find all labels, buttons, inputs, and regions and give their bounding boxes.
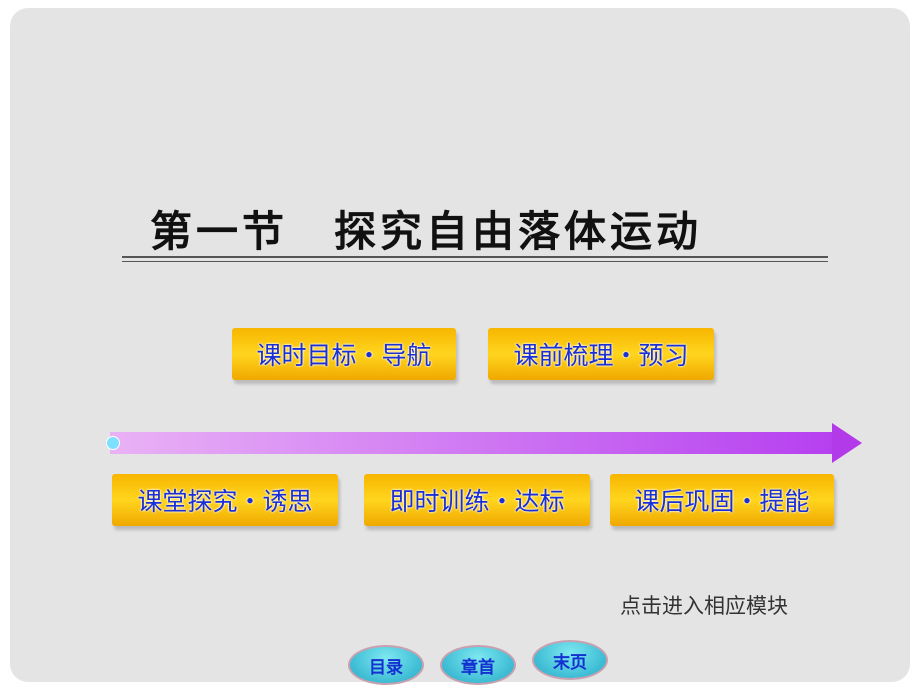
nav-chapter-start-button[interactable]: 章首 [440,645,516,685]
divider [122,261,828,262]
module-button-consolidate[interactable]: 课后巩固・提能 [610,474,834,526]
module-button-inquiry[interactable]: 课堂探究・诱思 [112,474,338,526]
arrow-line [110,432,832,454]
page-title: 第一节 探究自由落体运动 [150,207,703,256]
nav-contents-button[interactable]: 目录 [348,645,424,685]
arrow-head-icon [832,423,862,463]
module-button-preview[interactable]: 课前梳理・预习 [488,328,714,380]
arrow-start-dot [106,436,120,450]
module-button-practice[interactable]: 即时训练・达标 [364,474,590,526]
nav-last-page-button[interactable]: 末页 [532,640,608,680]
slide: 第一节 探究自由落体运动 课时目标・导航 课前梳理・预习 课堂探究・诱思 即时训… [10,8,910,682]
hint-text: 点击进入相应模块 [620,594,788,618]
divider [122,256,828,258]
module-button-objectives[interactable]: 课时目标・导航 [232,328,456,380]
